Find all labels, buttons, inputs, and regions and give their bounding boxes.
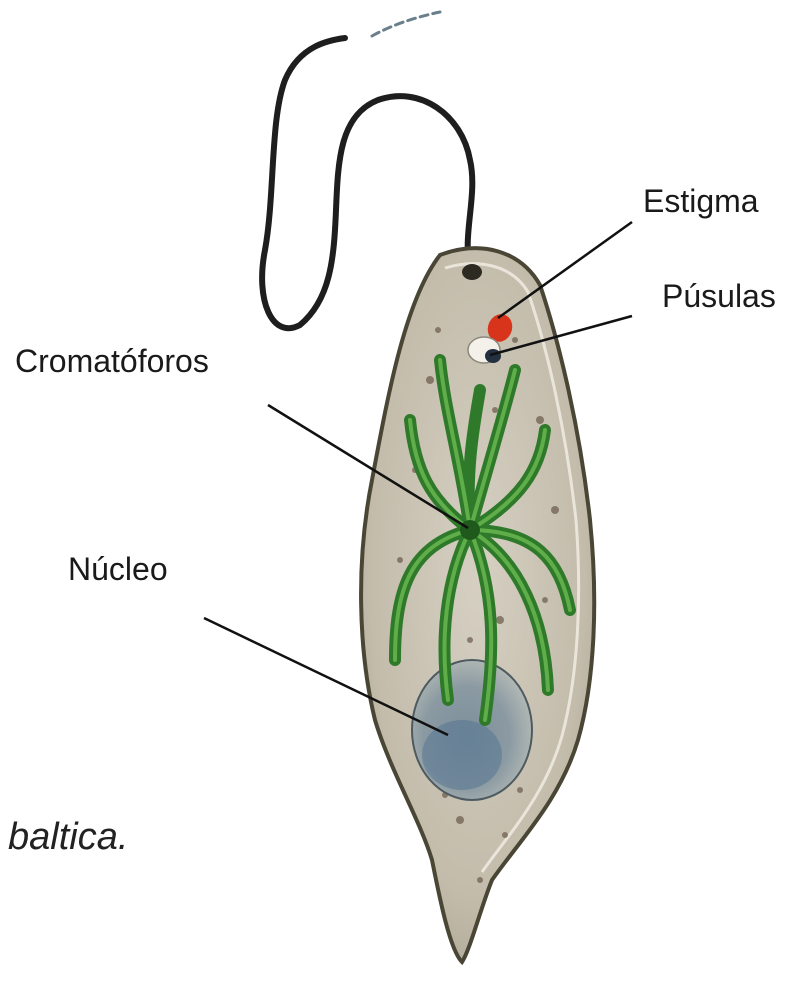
label-cromatoforos: Cromatóforos [15,345,209,377]
reservoir [462,264,482,280]
pusule-dark [485,349,501,363]
flagellum-tip [372,12,440,36]
caption-fragment: baltica. [8,818,128,856]
nucleus-chromatin [422,720,502,790]
label-pusulas: Púsulas [662,280,776,312]
label-nucleo: Núcleo [68,553,168,585]
label-estigma: Estigma [643,185,759,217]
chloroplast-center [460,520,480,540]
